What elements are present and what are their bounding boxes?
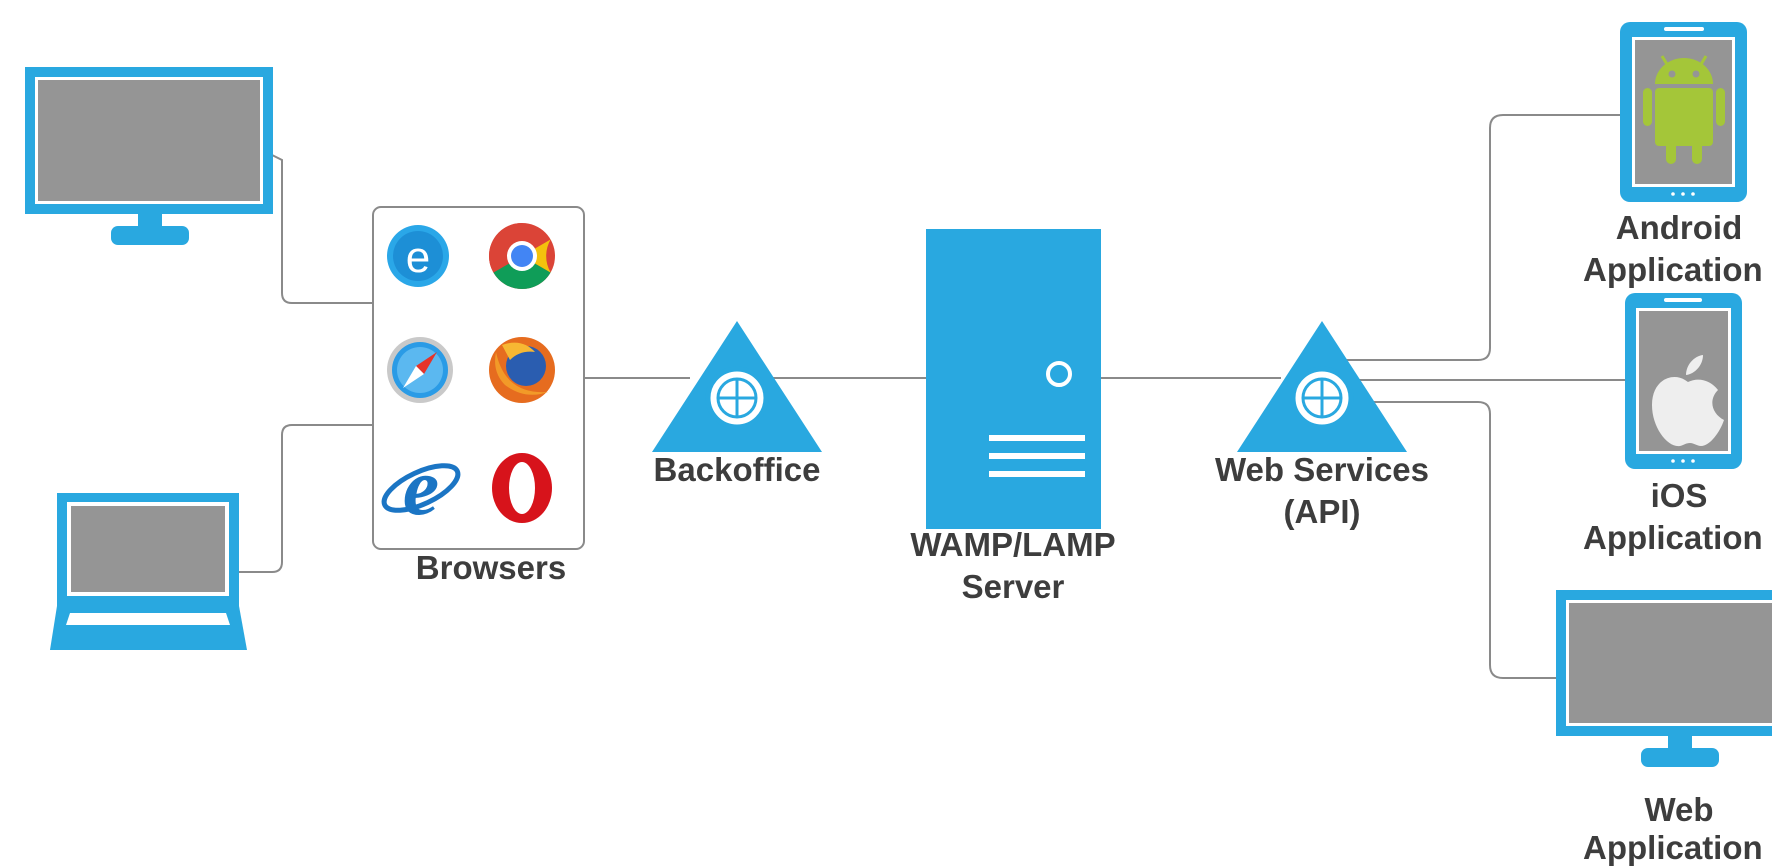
opera-icon — [492, 453, 552, 523]
chrome-icon — [488, 222, 555, 290]
server-label-line1: WAMP/LAMP — [910, 526, 1116, 563]
laptop-icon — [50, 493, 247, 650]
apple-logo-icon — [1652, 355, 1724, 447]
android-label-line2: Application — [1583, 251, 1763, 288]
webservices-label-line2: (API) — [1283, 493, 1361, 530]
web-label-line1: Web — [1644, 791, 1714, 828]
webservices-label-line1: Web Services — [1214, 451, 1430, 488]
safari-icon — [387, 337, 453, 403]
web-label-line2: Application — [1583, 829, 1763, 866]
android-phone-icon — [1620, 22, 1747, 202]
ios-phone-icon — [1625, 293, 1742, 469]
connector-webservices-web — [1368, 401, 1556, 679]
android-label-line1: Android — [1615, 209, 1743, 246]
android-robot-icon — [1643, 55, 1725, 164]
backoffice-label: Backoffice — [653, 451, 821, 488]
connectors — [236, 114, 1633, 679]
browsers-label: Browsers — [415, 549, 567, 586]
desktop-monitor-icon — [25, 67, 273, 245]
server-icon — [926, 229, 1101, 529]
webservices-gateway-icon — [1237, 321, 1407, 452]
connector-webservices-android — [1346, 114, 1633, 361]
internet-explorer-icon: e — [381, 441, 461, 532]
server-label-line2: Server — [961, 568, 1065, 605]
connector-laptop-browsers — [236, 424, 373, 573]
backoffice-gateway-icon — [652, 321, 822, 452]
svg-text:e: e — [406, 233, 430, 282]
firefox-icon — [489, 337, 555, 403]
ios-label-line1: iOS — [1650, 477, 1708, 514]
svg-text:e: e — [403, 441, 439, 532]
web-monitor-icon — [1556, 590, 1772, 767]
connector-desktop-browsers — [271, 154, 373, 304]
ios-label-line2: Application — [1583, 519, 1763, 556]
edge-icon: e — [387, 225, 449, 287]
